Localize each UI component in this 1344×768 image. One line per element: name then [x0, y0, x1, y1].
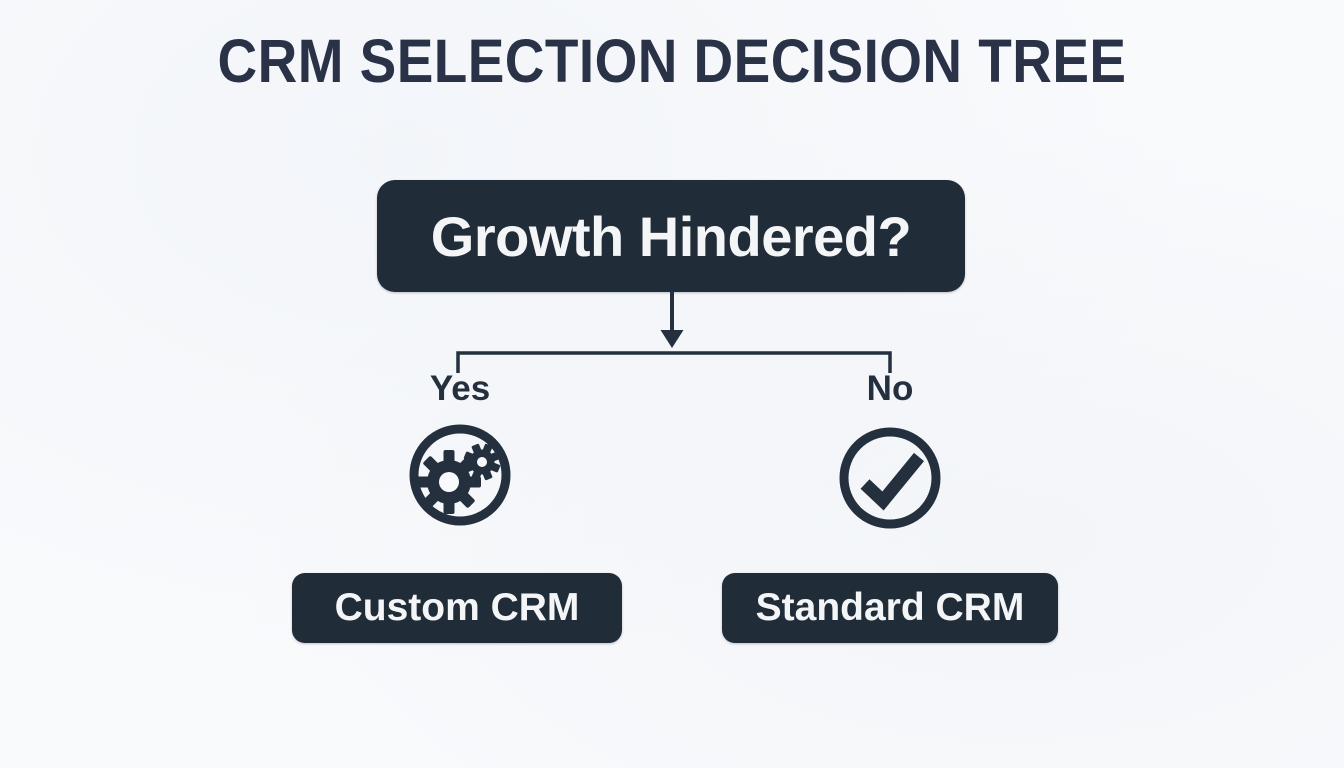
branch-label-yes: Yes — [429, 369, 491, 408]
root-arrow — [660, 291, 684, 348]
check-circle-icon — [839, 427, 941, 529]
decision-node-root: Growth Hindered? — [377, 180, 965, 292]
result-node-custom-crm: Custom CRM — [292, 573, 622, 643]
gears-icon — [409, 424, 511, 526]
small-gear — [463, 443, 501, 481]
result-node-standard-crm: Standard CRM — [722, 573, 1058, 643]
result-node-label: Custom CRM — [334, 586, 580, 629]
large-gear — [417, 450, 481, 514]
decision-node-label: Growth Hindered? — [430, 204, 912, 268]
branch-label-no: No — [866, 369, 914, 408]
branch-bracket — [456, 351, 892, 373]
result-node-label: Standard CRM — [755, 586, 1025, 629]
page-title: CRM SELECTION DECISION TREE — [217, 27, 1127, 95]
